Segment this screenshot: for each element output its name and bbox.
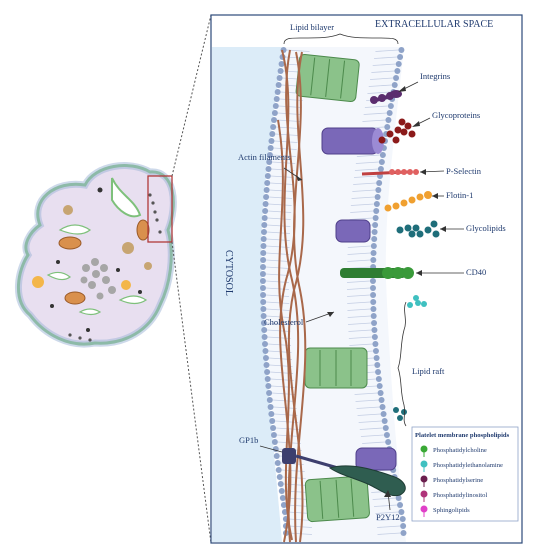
- lipid-bilayer-label: Lipid bilayer: [290, 22, 334, 32]
- legend: Platelet membrane phospholipids Phosphat…: [411, 426, 519, 522]
- flotin-protein: [384, 191, 432, 212]
- legend-swatch: [420, 445, 428, 453]
- raft-glycolipid-bottom: [393, 407, 407, 421]
- platelet-cell: [14, 162, 177, 348]
- legend-item-label: Phosphatidylinositol: [433, 492, 487, 499]
- cd40-label: CD40: [466, 267, 486, 277]
- glycoproteins-protein: [378, 118, 416, 144]
- p-selectin-protein: [361, 169, 419, 176]
- cholesterol-label: Cholesterol: [264, 317, 304, 327]
- zoom-box: [147, 175, 173, 243]
- actin-label: Actin filaments: [238, 152, 291, 162]
- flotin-label: Flotin-1: [446, 190, 473, 200]
- integrins-protein: [370, 90, 402, 104]
- barrel-proteins: [321, 127, 397, 471]
- integrins-label: Integrins: [420, 71, 450, 81]
- legend-item: Phosphatidylethanolamine: [420, 460, 503, 472]
- legend-title: Platelet membrane phospholipids: [415, 432, 510, 439]
- legend-item-label: Phosphatidylcholine: [433, 447, 487, 454]
- gp1b-label: GP1b: [239, 435, 258, 445]
- glycoproteins-label: Glycoproteins: [432, 110, 480, 120]
- cytosol-label: CYTOSOL: [223, 250, 234, 296]
- raft-glycolipid-top: [407, 295, 427, 308]
- zoom-line-bottom: [171, 241, 212, 544]
- cylinder-proteins: [295, 53, 370, 523]
- legend-swatch: [420, 505, 428, 513]
- p2y12-label: P2Y12: [376, 512, 400, 522]
- lipid-raft-label: Lipid raft: [412, 366, 445, 376]
- legend-swatch: [420, 490, 428, 498]
- p2y12-receptor: [328, 465, 406, 497]
- legend-swatch: [420, 475, 428, 483]
- glycolipids-molecule: [396, 220, 440, 238]
- extracellular-label: EXTRACELLULAR SPACE: [375, 19, 493, 30]
- zoom-line-top: [171, 14, 212, 177]
- legend-swatch: [420, 460, 428, 468]
- legend-item-label: Sphingolipids: [433, 507, 470, 514]
- legend-item: Phosphatidylserine: [420, 475, 483, 487]
- cd40-protein: [340, 267, 414, 279]
- legend-item-label: Phosphatidylethanolamine: [433, 462, 503, 469]
- p-selectin-label: P-Selectin: [446, 166, 482, 176]
- legend-item: Sphingolipids: [420, 505, 470, 517]
- cytosol-region: [212, 47, 282, 542]
- legend-item: Phosphatidylinositol: [420, 490, 487, 502]
- legend-item-label: Phosphatidylserine: [433, 477, 483, 484]
- glycolipids-label: Glycolipids: [466, 223, 506, 233]
- legend-item: Phosphatidylcholine: [420, 445, 487, 457]
